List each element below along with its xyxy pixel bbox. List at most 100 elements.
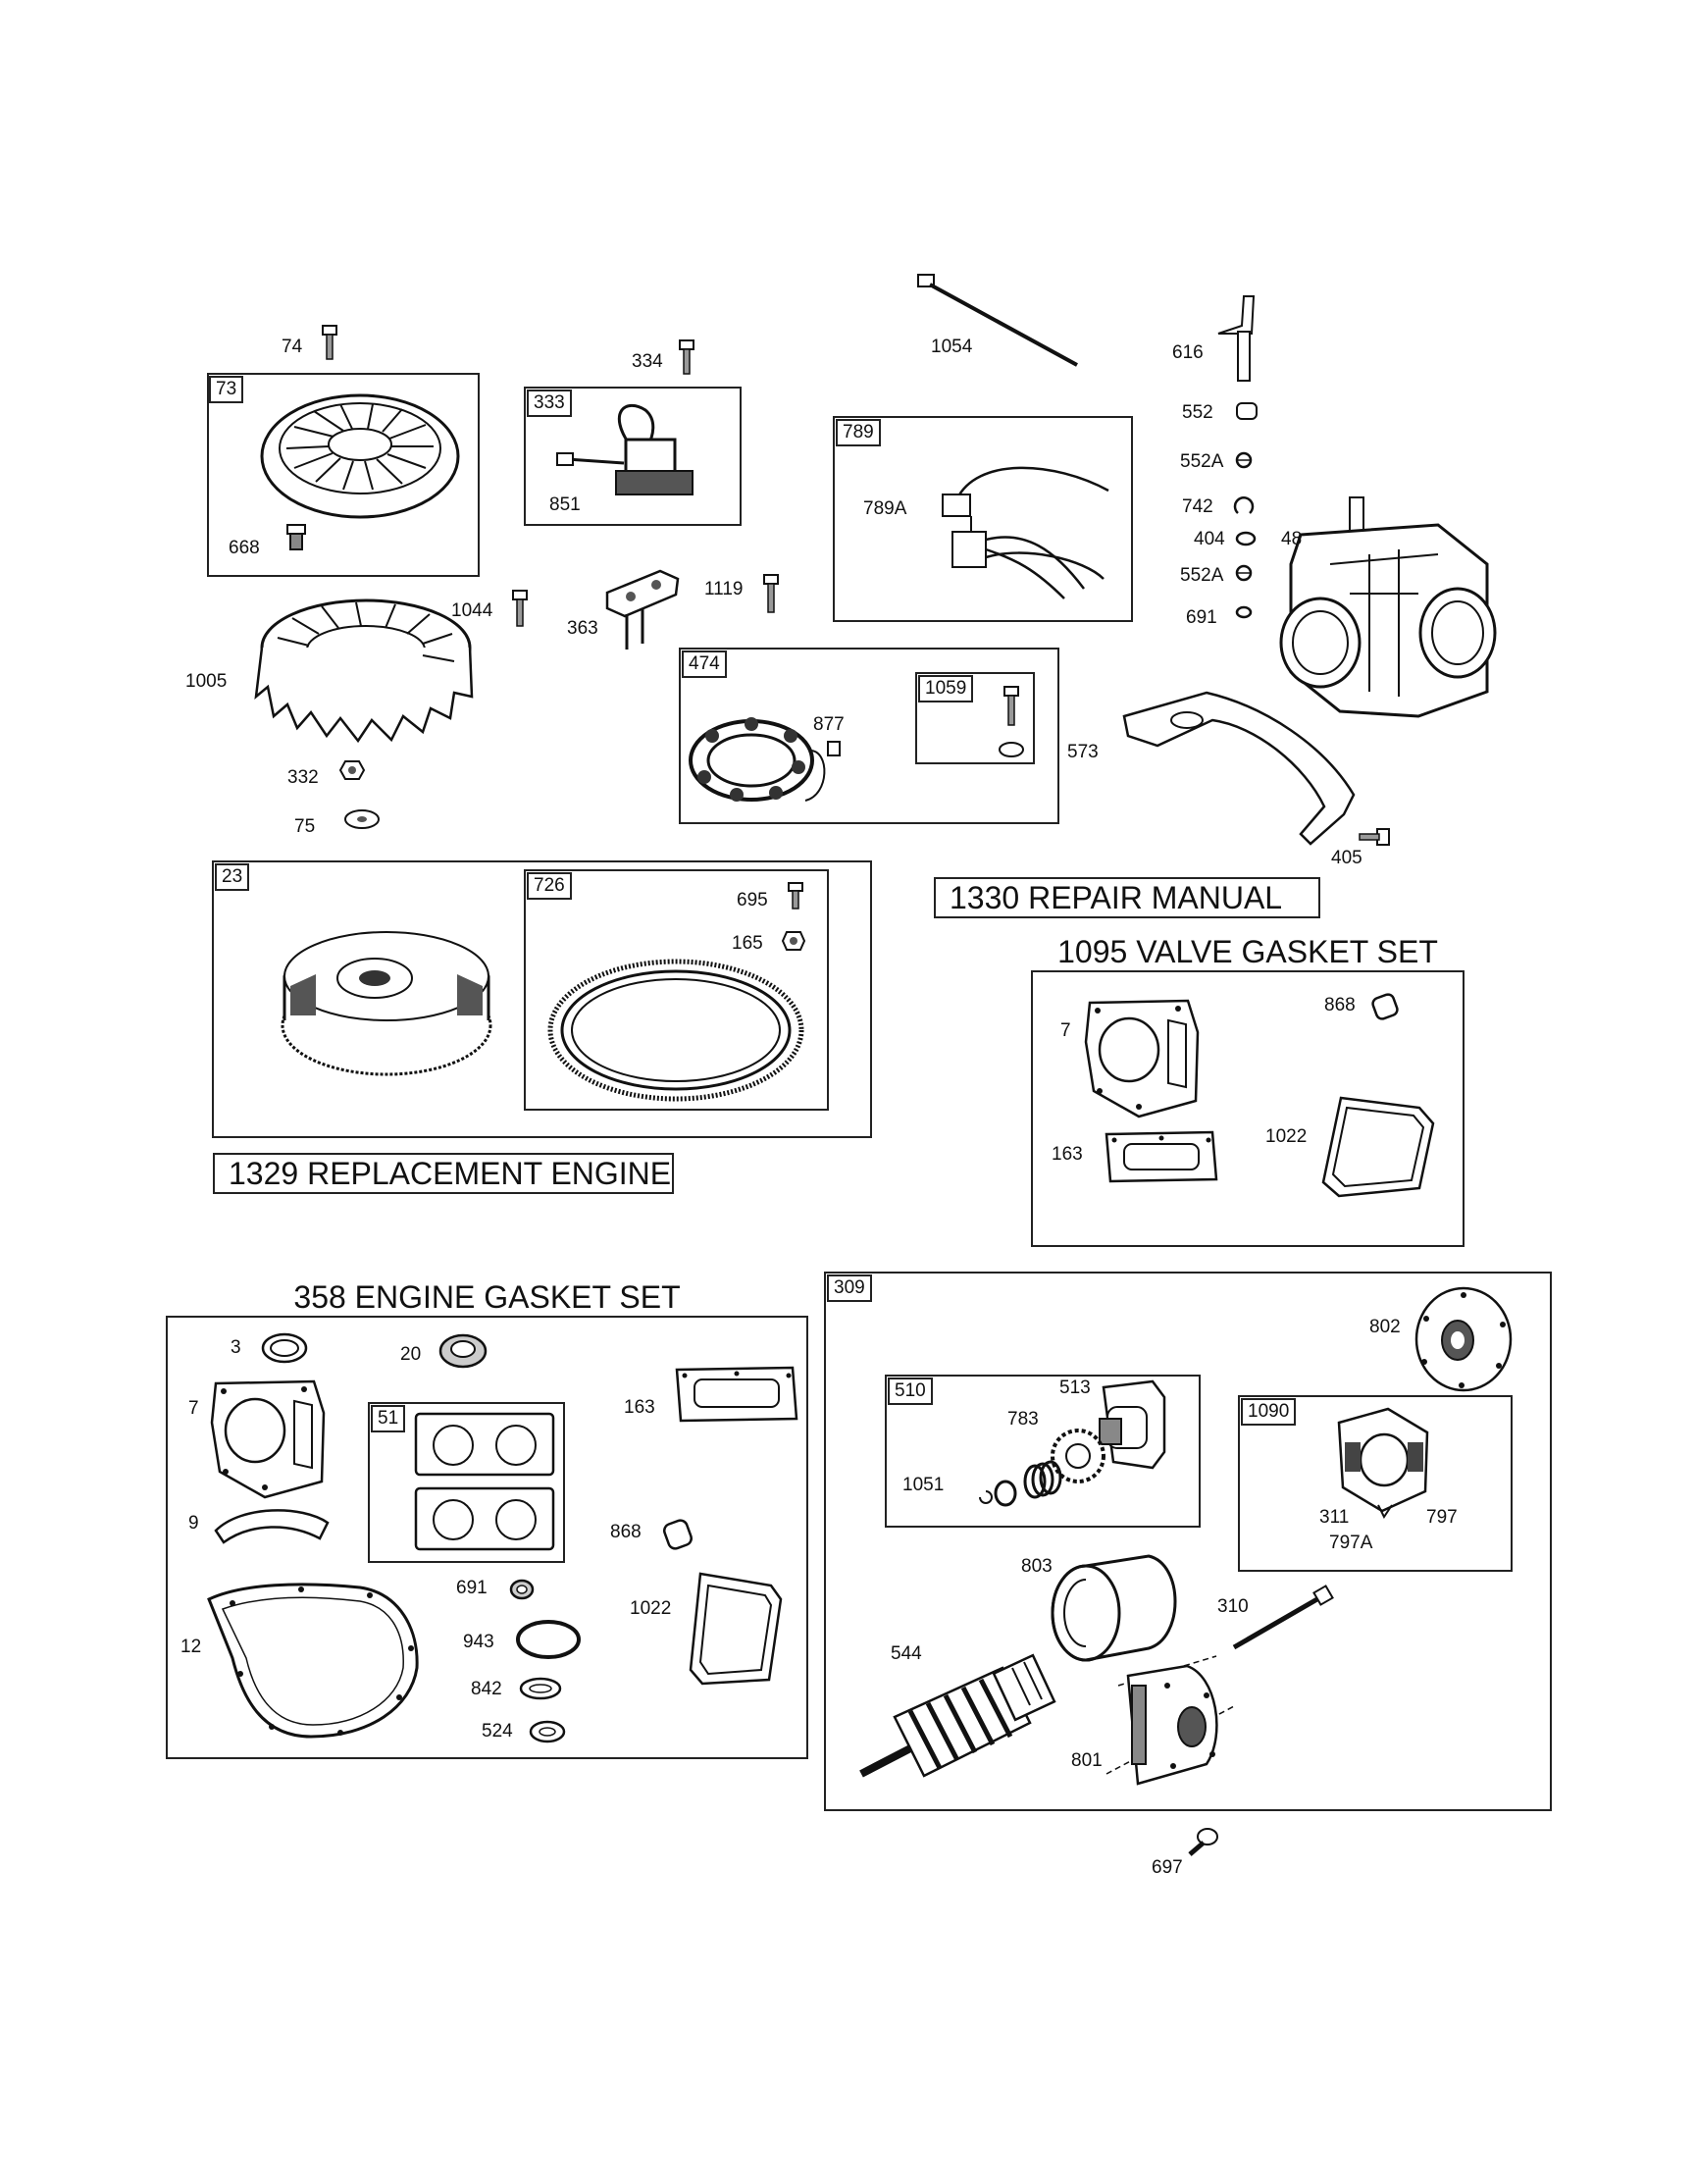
intake-gaskets-icon: [412, 1410, 559, 1557]
label-668: 668: [229, 538, 260, 558]
group-23-tag: 23: [215, 863, 250, 891]
washer-404-icon: [1235, 531, 1257, 546]
head-gasket-v7-icon: [1080, 993, 1203, 1120]
nut-165-icon: [782, 930, 805, 952]
seal-v868-icon: [1370, 992, 1400, 1021]
armature-544-icon: [855, 1648, 1061, 1781]
label-552: 552: [1182, 402, 1213, 423]
label-742: 742: [1182, 496, 1213, 517]
head-gasket-e7-icon: [206, 1374, 329, 1501]
label-877: 877: [813, 714, 845, 735]
end-cap-802-icon: [1413, 1285, 1516, 1393]
alternator-stator-icon: [683, 717, 849, 802]
blower-housing-icon: [257, 388, 463, 525]
label-e9: 9: [188, 1513, 199, 1534]
label-332: 332: [287, 767, 319, 788]
label-s783: 783: [1007, 1409, 1039, 1430]
group-333-tag: 333: [527, 390, 572, 417]
bolt-74-icon: [320, 324, 339, 361]
label-75: 75: [294, 816, 316, 837]
label-404: 404: [1194, 529, 1225, 549]
group-510-box: [885, 1375, 1201, 1528]
label-e943: 943: [463, 1632, 494, 1652]
bolt-1044-icon: [510, 589, 530, 628]
bolt-1119-icon: [761, 573, 781, 614]
label-s803: 803: [1021, 1556, 1053, 1577]
label-e868: 868: [610, 1522, 642, 1542]
screw-washer-1059-icon: [997, 685, 1026, 761]
seal-e3-icon: [260, 1331, 309, 1365]
group-726-tag: 726: [527, 872, 572, 900]
seal-691-icon: [1234, 604, 1254, 620]
oring-552a-2-icon: [1234, 563, 1254, 583]
group-1059-tag: 1059: [918, 675, 974, 702]
label-s797: 797: [1426, 1507, 1458, 1528]
label-552a-2: 552A: [1180, 565, 1224, 586]
bracket-363-icon: [603, 565, 682, 653]
label-695: 695: [737, 890, 768, 910]
gasket-e163-icon: [673, 1364, 800, 1425]
label-v163: 163: [1052, 1144, 1083, 1165]
flywheel-icon: [277, 917, 497, 1084]
label-e524: 524: [482, 1721, 513, 1742]
label-616: 616: [1172, 342, 1204, 363]
label-v1022: 1022: [1265, 1126, 1308, 1147]
label-s513: 513: [1059, 1378, 1091, 1398]
label-e1022: 1022: [630, 1598, 672, 1619]
group-51-box: [368, 1402, 565, 1563]
drive-kit-510-icon: [956, 1374, 1192, 1521]
bolt-405-icon: [1358, 826, 1391, 848]
flywheel-fan-icon: [248, 589, 484, 746]
ring-gear-icon: [546, 957, 806, 1104]
title-repair-manual: 1330 REPAIR MANUAL: [934, 877, 1320, 918]
label-1005: 1005: [185, 671, 228, 692]
gasket-v1022-icon: [1317, 1094, 1440, 1202]
label-334: 334: [632, 351, 663, 372]
label-e12: 12: [180, 1637, 202, 1657]
label-573: 573: [1067, 742, 1099, 762]
crankcase-gasket-e12-icon: [203, 1580, 424, 1742]
dipstick-tube-icon: [1214, 294, 1263, 383]
seal-e868-icon: [661, 1517, 694, 1552]
label-e3: 3: [231, 1337, 241, 1358]
bolt-334-icon: [677, 338, 696, 376]
group-309-tag: 309: [827, 1274, 872, 1302]
oring-552a-icon: [1234, 450, 1254, 470]
label-s311: 311: [1319, 1507, 1350, 1528]
screw-697-icon: [1186, 1827, 1219, 1858]
label-v7: 7: [1060, 1020, 1071, 1041]
gasket-e1022-icon: [687, 1570, 785, 1688]
title-replacement-engine: 1329 REPLACEMENT ENGINE: [213, 1153, 674, 1194]
seal-552-icon: [1235, 400, 1259, 422]
group-1059-box: [915, 672, 1035, 764]
label-e163: 163: [624, 1397, 655, 1418]
label-363: 363: [567, 618, 598, 639]
label-405: 405: [1331, 848, 1362, 868]
seal-e20-icon: [437, 1332, 488, 1370]
label-s310: 310: [1217, 1596, 1249, 1617]
group-474-box: [679, 648, 1059, 824]
label-1044: 1044: [451, 600, 493, 621]
group-309-box: [824, 1272, 1552, 1811]
group-789-box: [833, 416, 1133, 622]
label-74: 74: [282, 337, 303, 357]
ignition-coil-icon: [547, 392, 724, 510]
oring-e943-icon: [515, 1619, 582, 1660]
gasket-v163-icon: [1103, 1128, 1220, 1185]
label-1119: 1119: [704, 579, 744, 599]
label-e7: 7: [188, 1398, 199, 1419]
group-23-box: [212, 860, 872, 1138]
through-bolt-310-icon: [1226, 1586, 1334, 1655]
group-73-tag: 73: [209, 376, 244, 403]
group-1090-box: [1238, 1395, 1513, 1572]
label-s802: 802: [1369, 1317, 1401, 1337]
title-valve-gasket-set: 1095 VALVE GASKET SET: [1031, 933, 1465, 972]
label-s801: 801: [1071, 1750, 1103, 1771]
group-51-tag: 51: [371, 1405, 406, 1432]
label-789a: 789A: [863, 498, 907, 519]
housing-803-icon: [1047, 1550, 1184, 1668]
group-474-tag: 474: [682, 650, 727, 678]
group-73-box: [207, 373, 480, 577]
group-333-box: [524, 387, 742, 526]
group-789-tag: 789: [836, 419, 881, 446]
